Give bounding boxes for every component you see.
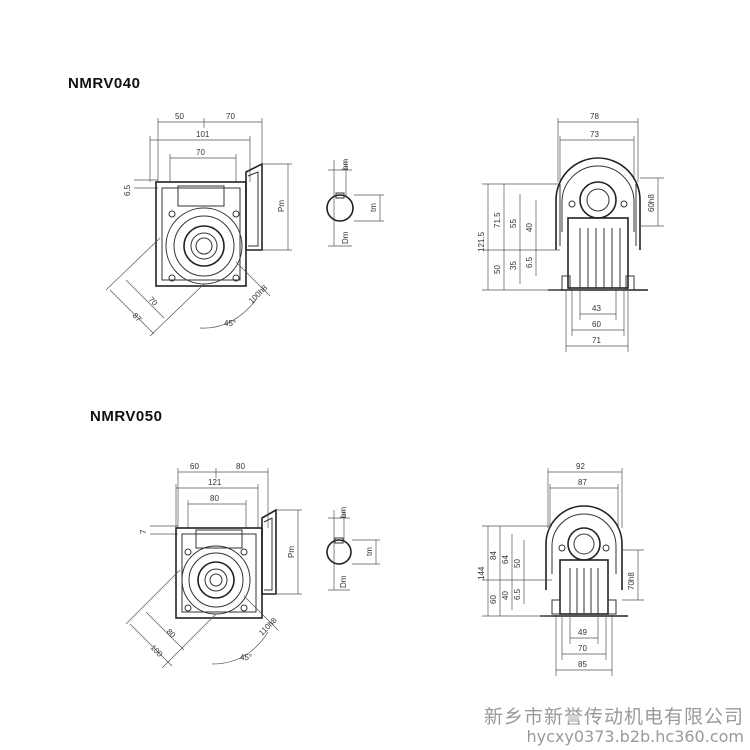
dim-40: 40 [525,223,534,232]
dim-84: 84 [489,551,498,560]
nmrv050-side-view: 60 80 121 80 7 Pm [125,462,302,669]
dim-64: 64 [501,555,510,564]
model-title-nmrv050: NMRV050 [90,408,163,425]
dim-80b: 80 [210,494,219,503]
nmrv040-side-view: 50 70 101 70 6.5 Pm [105,112,292,337]
key-tm: tm [369,203,378,212]
watermark-url: hycxy0373.b2b.hc360.com [526,727,744,746]
key-bm: bm [341,159,350,170]
dim-71-5: 71.5 [493,212,502,228]
dim-6-5b: 6.5 [525,256,534,268]
dim-92: 92 [576,462,585,471]
dim-35: 35 [509,261,518,270]
dim-40: 40 [501,591,510,600]
dim-85: 85 [578,660,587,669]
dim-45deg: 45° [224,319,236,328]
dim-70: 70 [578,644,587,653]
key-dm: Dm [341,231,350,244]
nmrv040-shaft-key-detail: bm tm Dm [326,159,384,247]
dim-pm: Pm [277,200,286,212]
watermark-company: 新乡市新誉传动机电有限公司 [483,706,744,728]
dim-43: 43 [592,304,601,313]
key-bm: bm [339,507,348,518]
dim-50: 50 [493,265,502,274]
dim-121-5: 121.5 [477,231,486,252]
nmrv050-front-view: 92 87 144 84 64 50 60 40 [477,462,644,676]
dim-55: 55 [509,219,518,228]
dim-101: 101 [196,130,210,139]
dim-45deg: 45° [240,653,252,662]
dim-78: 78 [590,112,599,121]
dim-60h8: 60h8 [647,194,656,212]
dim-70: 70 [226,112,235,121]
dim-70h8: 70h8 [627,572,636,590]
dim-7: 7 [139,529,148,534]
dim-121: 121 [208,478,222,487]
nmrv050-shaft-key-detail: bm tm Dm [326,507,380,591]
key-dm: Dm [339,575,348,588]
key-tm: tm [365,547,374,556]
nmrv040-front-view: 78 73 121.5 71.5 55 40 [477,112,664,352]
dim-49: 49 [578,628,587,637]
dim-100h8: 100h8 [247,283,269,305]
dim-60: 60 [190,462,199,471]
dim-r80: 80 [165,627,178,640]
dim-6-5: 6.5 [513,588,522,600]
dim-80: 80 [236,462,245,471]
dim-73: 73 [590,130,599,139]
dim-50: 50 [513,559,522,568]
dim-r70: 70 [147,295,160,308]
dim-60: 60 [489,595,498,604]
dim-50: 50 [175,112,184,121]
dim-60: 60 [592,320,601,329]
dim-71: 71 [592,336,601,345]
dim-pm: Pm [287,546,296,558]
dim-6-5: 6.5 [123,184,132,196]
dim-87: 87 [578,478,587,487]
dim-144: 144 [477,566,486,580]
model-title-nmrv040: NMRV040 [68,75,141,92]
dim-70b: 70 [196,148,205,157]
